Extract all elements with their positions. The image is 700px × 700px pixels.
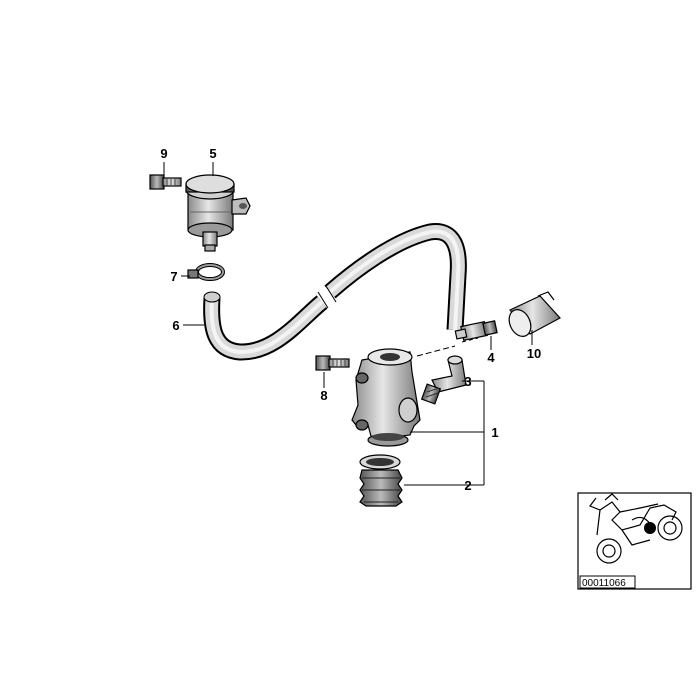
inset-code-box: [579, 575, 636, 589]
callout-4: 4: [487, 350, 495, 365]
callout-7: 7: [170, 269, 177, 284]
callout-6: 6: [172, 318, 179, 333]
hose-connector: [420, 355, 467, 405]
reservoir-screw: [149, 174, 182, 190]
callout-3: 3: [464, 374, 471, 389]
brake-hose: [203, 223, 467, 361]
callout-2: 2: [464, 478, 471, 493]
protective-cap: [508, 291, 561, 337]
brake-light-switch: [454, 320, 498, 342]
assembly-lines: [416, 337, 479, 357]
callout-5: 5: [209, 146, 216, 161]
brake-fluid-reservoir: [185, 174, 251, 252]
callout-labels: 9 5 7 6 8 4 10 3 1 2: [160, 146, 541, 493]
location-marker: [644, 522, 656, 534]
locator-inset: 00011066: [577, 492, 692, 590]
master-cylinder: [351, 348, 421, 447]
callout-8: 8: [320, 388, 327, 403]
leader-lines: [163, 162, 533, 486]
callout-10: 10: [527, 346, 541, 361]
hose-clamp: [187, 263, 225, 281]
cylinder-screw: [315, 355, 350, 371]
callout-1: 1: [491, 425, 498, 440]
repair-kit-boot: [359, 454, 403, 507]
inset-code: 00011066: [582, 578, 626, 589]
callout-9: 9: [160, 146, 167, 161]
